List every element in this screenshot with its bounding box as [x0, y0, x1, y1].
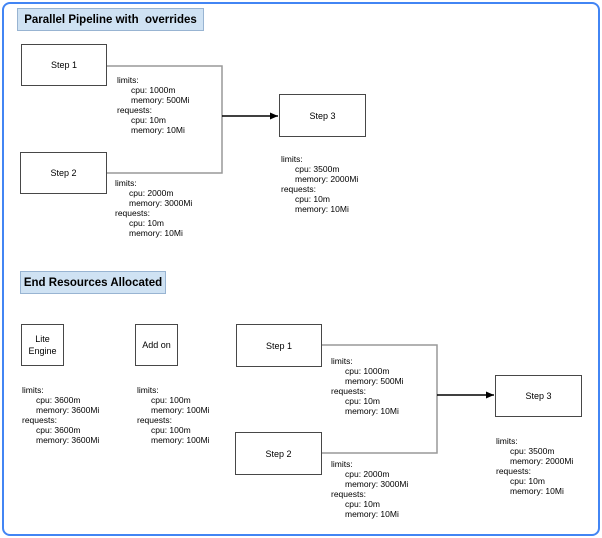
resource-line: requests:	[496, 466, 531, 476]
resource-line: memory: 10Mi	[131, 125, 185, 135]
resource-line: cpu: 10m	[510, 476, 545, 486]
resource-line: cpu: 3500m	[510, 446, 555, 456]
resource-line: requests:	[331, 386, 366, 396]
node-label: Step 3	[525, 391, 552, 401]
resource-line: memory: 2000Mi	[510, 456, 574, 466]
resource-line: limits:	[331, 356, 353, 366]
section-title-parallel-pipeline: Parallel Pipeline with overrides	[17, 8, 204, 31]
node-bottom-step3: Step 3	[495, 375, 582, 417]
resource-line: limits:	[117, 75, 139, 85]
top-merge-connector	[107, 65, 223, 174]
resource-line: limits:	[281, 154, 303, 164]
resource-line: cpu: 1000m	[345, 366, 390, 376]
resource-line: cpu: 10m	[345, 396, 380, 406]
section-title-end-resources: End Resources Allocated	[20, 271, 166, 294]
resource-line: cpu: 3600m	[36, 425, 81, 435]
resource-line: memory: 2000Mi	[295, 174, 359, 184]
resource-line: memory: 3600Mi	[36, 405, 100, 415]
resource-line: memory: 3000Mi	[345, 479, 409, 489]
resource-block-lite-engine: limits: cpu: 3600m memory: 3600Mi reques…	[22, 385, 99, 445]
resource-line: requests:	[117, 105, 152, 115]
bottom-merge-connector	[322, 344, 438, 454]
resource-line: cpu: 3500m	[295, 164, 340, 174]
resource-block-top-step3: limits: cpu: 3500m memory: 2000Mi reques…	[281, 154, 358, 214]
resource-line: cpu: 10m	[295, 194, 330, 204]
resource-line: memory: 10Mi	[295, 204, 349, 214]
resource-line: cpu: 100m	[151, 425, 191, 435]
node-bottom-step2: Step 2	[235, 432, 322, 475]
node-top-step1: Step 1	[21, 44, 107, 86]
resource-line: requests:	[137, 415, 172, 425]
resource-block-bottom-step3: limits: cpu: 3500m memory: 2000Mi reques…	[496, 436, 573, 496]
node-label: Add on	[142, 340, 171, 350]
resource-line: memory: 500Mi	[131, 95, 190, 105]
resource-line: memory: 10Mi	[129, 228, 183, 238]
resource-line: limits:	[22, 385, 44, 395]
resource-line: memory: 3000Mi	[129, 198, 193, 208]
resource-line: requests:	[22, 415, 57, 425]
resource-line: memory: 500Mi	[345, 376, 404, 386]
resource-line: cpu: 2000m	[129, 188, 174, 198]
resource-line: limits:	[496, 436, 518, 446]
node-top-step2: Step 2	[20, 152, 107, 194]
resource-line: memory: 3600Mi	[36, 435, 100, 445]
node-add-on: Add on	[135, 324, 178, 366]
resource-line: cpu: 1000m	[131, 85, 176, 95]
node-label: Step 2	[265, 448, 292, 459]
node-label: Step 1	[50, 60, 78, 70]
resource-line: cpu: 10m	[131, 115, 166, 125]
resource-line: memory: 10Mi	[510, 486, 564, 496]
node-label: Lite Engine	[28, 334, 57, 356]
node-label: Step 1	[265, 340, 293, 351]
resource-line: requests:	[115, 208, 150, 218]
resource-line: memory: 100Mi	[151, 405, 210, 415]
resource-line: memory: 10Mi	[345, 509, 399, 519]
node-label: Step 3	[309, 110, 336, 121]
resource-line: limits:	[331, 459, 353, 469]
resource-block-top-step2: limits: cpu: 2000m memory: 3000Mi reques…	[115, 178, 192, 238]
resource-block-bottom-step1: limits: cpu: 1000m memory: 500Mi request…	[331, 356, 404, 416]
resource-line: cpu: 100m	[151, 395, 191, 405]
resource-line: cpu: 10m	[129, 218, 164, 228]
resource-line: cpu: 3600m	[36, 395, 81, 405]
resource-line: memory: 10Mi	[345, 406, 399, 416]
resource-line: requests:	[281, 184, 316, 194]
resource-block-top-step1: limits: cpu: 1000m memory: 500Mi request…	[117, 75, 190, 135]
resource-block-add-on: limits: cpu: 100m memory: 100Mi requests…	[137, 385, 210, 445]
resource-line: limits:	[115, 178, 137, 188]
resource-line: cpu: 2000m	[345, 469, 390, 479]
node-bottom-step1: Step 1	[236, 324, 322, 367]
resource-block-bottom-step2: limits: cpu: 2000m memory: 3000Mi reques…	[331, 459, 408, 519]
resource-line: cpu: 10m	[345, 499, 380, 509]
resource-line: requests:	[331, 489, 366, 499]
resource-line: memory: 100Mi	[151, 435, 210, 445]
node-top-step3: Step 3	[279, 94, 366, 137]
node-lite-engine: Lite Engine	[21, 324, 64, 366]
node-label: Step 2	[50, 168, 77, 178]
resource-line: limits:	[137, 385, 159, 395]
